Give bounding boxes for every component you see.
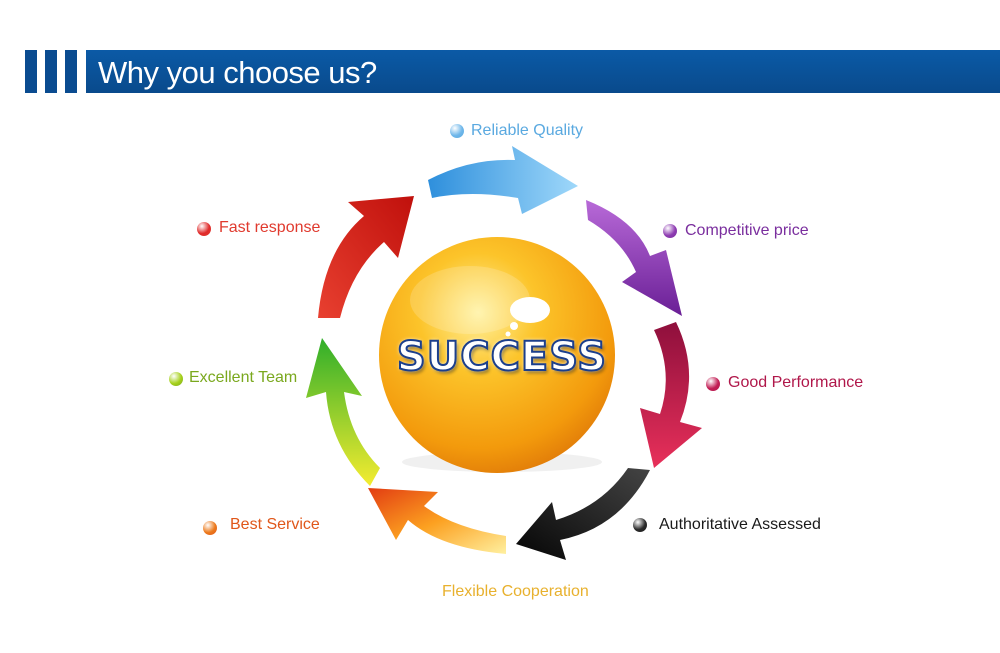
label-reliable-quality: Reliable Quality: [471, 122, 584, 139]
ball-highlight: [410, 266, 530, 334]
label-flexible-cooperation: Flexible Cooperation: [442, 583, 589, 600]
success-label: SUCCESS: [396, 333, 608, 381]
dot-competitive-price: [663, 224, 677, 238]
arrow-black: [516, 468, 650, 560]
label-best-service: Best Service: [230, 516, 320, 533]
page-title: Why you choose us?: [98, 55, 377, 90]
arrow-green: [306, 338, 380, 486]
dot-authoritative-assessed: [633, 518, 647, 532]
arrow-blue: [428, 146, 578, 214]
arrow-purple: [586, 200, 682, 316]
arrow-crimson: [640, 322, 702, 468]
header: Why you choose us?: [0, 0, 1000, 100]
dot-good-performance: [706, 377, 720, 391]
speech-bubble-icon: [505, 297, 550, 337]
dot-best-service: [203, 521, 217, 535]
dot-reliable-quality: [450, 124, 464, 138]
label-competitive-price: Competitive price: [685, 222, 809, 239]
success-ball: [379, 237, 615, 473]
header-stripe-3: [65, 50, 77, 93]
arrow-red: [318, 196, 414, 318]
title-band: Why you choose us?: [86, 50, 1000, 93]
header-stripe-2: [45, 50, 57, 93]
label-authoritative-assessed: Authoritative Assessed: [659, 516, 821, 533]
dot-excellent-team: [169, 372, 183, 386]
label-fast-response: Fast response: [219, 219, 321, 236]
label-good-performance: Good Performance: [728, 374, 864, 391]
dot-fast-response: [197, 222, 211, 236]
arrow-orange: [368, 488, 506, 554]
header-stripe-1: [25, 50, 37, 93]
label-excellent-team: Excellent Team: [189, 369, 298, 386]
